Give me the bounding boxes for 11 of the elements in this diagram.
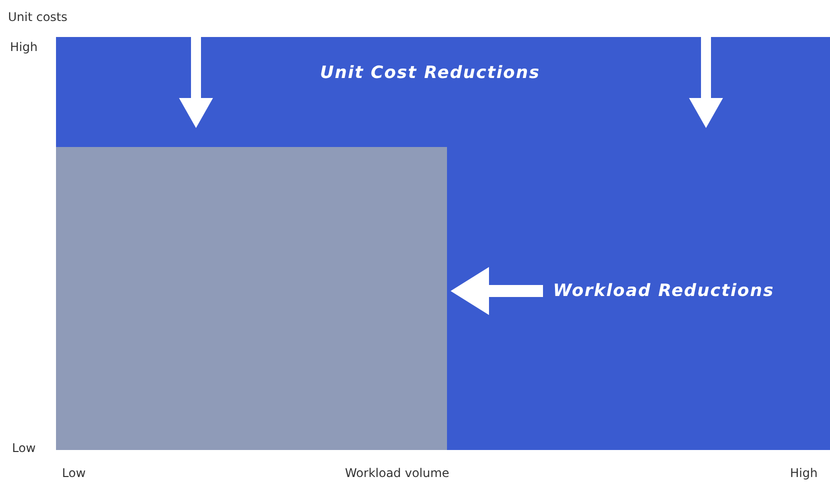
axis-tick-label: Low [62,466,86,480]
axis-tick-label: Low [12,441,36,455]
arrow [450,267,543,315]
arrow-label: Workload Reductions [553,281,774,301]
shaded-area [56,147,447,450]
axis-tick-label: High [790,466,818,480]
chart-area [56,37,830,450]
axis-tick-label: High [10,40,38,54]
axis-title: Workload volume [345,466,450,480]
axis-title: Unit costs [8,10,68,24]
area-title: Unit Cost Reductions [320,63,540,83]
